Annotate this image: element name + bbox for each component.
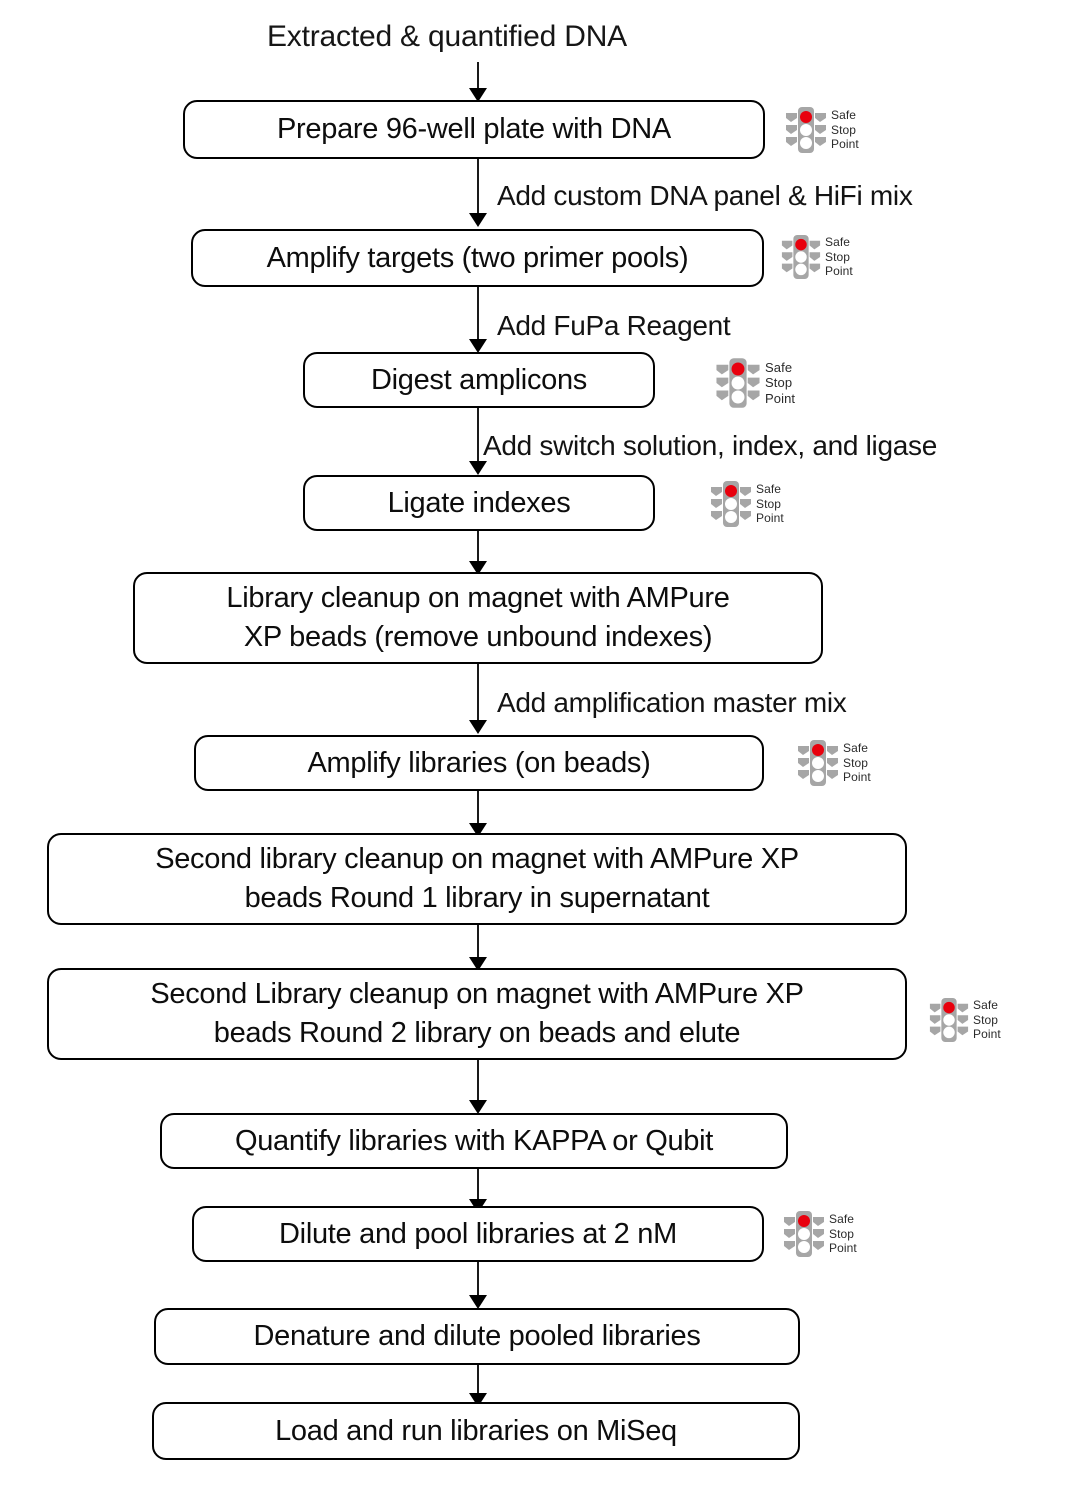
- ssp-line-2: Stop: [829, 1226, 855, 1241]
- process-node-second-library-cleanup-round-2[interactable]: Second Library cleanup on magnet with AM…: [47, 968, 907, 1060]
- node-label-line-2: beads Round 2 library on beads and elute: [213, 1017, 741, 1049]
- edge-label-add-amplification-master-mix: Add amplification master mix: [497, 687, 847, 718]
- traffic-light-icon: [798, 740, 838, 786]
- ssp-line-1: Safe: [973, 998, 999, 1013]
- traffic-light-icon: [711, 481, 751, 527]
- connector-start-to-n1: [477, 62, 479, 92]
- start-label: Extracted & quantified DNA: [267, 20, 627, 53]
- node-label-line-2: XP beads (remove unbound indexes): [243, 621, 713, 653]
- safe-stop-point-text: Safe Stop Point: [829, 1212, 857, 1256]
- node-label-line-2: beads Round 1 library in supernatant: [244, 882, 710, 914]
- connector-n10-to-n11: [477, 1262, 479, 1300]
- process-node-load-and-run[interactable]: Load and run libraries on MiSeq: [152, 1402, 800, 1460]
- arrowhead-n7-to-n8: [469, 957, 487, 971]
- connector-n5-to-n6: [477, 664, 479, 724]
- arrowhead-n3-to-n4: [469, 461, 487, 475]
- node-label: Digest amplicons: [370, 363, 587, 396]
- safe-stop-point-text: Safe Stop Point: [765, 360, 795, 407]
- connector-n8-to-n9: [477, 1060, 479, 1106]
- node-label: Prepare 96-well plate with DNA: [277, 113, 671, 145]
- safe-stop-point-badge-n2: Safe Stop Point: [780, 232, 853, 282]
- process-node-amplify-libraries[interactable]: Amplify libraries (on beads): [194, 735, 764, 791]
- edge-label-add-custom-dna-panel: Add custom DNA panel & HiFi mix: [497, 180, 913, 211]
- node-label-line-1: Second Library cleanup on magnet with AM…: [150, 978, 804, 1010]
- arrowhead-n4-to-n5: [469, 561, 487, 575]
- traffic-light-icon: [786, 107, 826, 153]
- ssp-line-1: Safe: [829, 1212, 855, 1227]
- ssp-line-3: Point: [825, 264, 853, 279]
- edge-label-add-switch-solution: Add switch solution, index, and ligase: [483, 430, 937, 461]
- safe-stop-point-text: Safe Stop Point: [843, 741, 871, 785]
- arrowhead-n1-to-n2: [469, 213, 487, 227]
- node-label: Library cleanup on magnet with AMPure XP…: [145, 579, 811, 657]
- ssp-line-2: Stop: [843, 755, 869, 770]
- ssp-line-3: Point: [843, 770, 871, 785]
- safe-stop-point-badge-n4: Safe Stop Point: [709, 478, 784, 530]
- ssp-line-2: Stop: [765, 375, 793, 391]
- process-node-second-library-cleanup-round-1[interactable]: Second library cleanup on magnet with AM…: [47, 833, 907, 925]
- connector-n9-to-n10: [477, 1169, 479, 1205]
- ssp-line-3: Point: [765, 390, 796, 406]
- process-node-quantify-libraries[interactable]: Quantify libraries with KAPPA or Qubit: [160, 1113, 788, 1169]
- node-label: Second Library cleanup on magnet with AM…: [59, 975, 895, 1053]
- process-node-ligate-indexes[interactable]: Ligate indexes: [303, 475, 655, 531]
- process-node-amplify-targets[interactable]: Amplify targets (two primer pools): [191, 229, 764, 287]
- node-label-line-1: Library cleanup on magnet with AMPure: [226, 582, 730, 614]
- safe-stop-point-text: Safe Stop Point: [831, 108, 859, 152]
- arrowhead-start-to-n1: [469, 88, 487, 102]
- safe-stop-point-badge-n8: Safe Stop Point: [928, 995, 1001, 1045]
- ssp-line-1: Safe: [765, 359, 793, 375]
- arrowhead-n5-to-n6: [469, 720, 487, 734]
- arrowhead-n10-to-n11: [469, 1295, 487, 1309]
- process-node-digest-amplicons[interactable]: Digest amplicons: [303, 352, 655, 408]
- node-label-line-1: Second library cleanup on magnet with AM…: [155, 843, 799, 875]
- safe-stop-point-badge-n3: Safe Stop Point: [714, 355, 795, 411]
- safe-stop-point-text: Safe Stop Point: [825, 235, 853, 279]
- process-node-denature-and-dilute[interactable]: Denature and dilute pooled libraries: [154, 1308, 800, 1365]
- ssp-line-3: Point: [973, 1027, 1001, 1042]
- process-node-dilute-and-pool[interactable]: Dilute and pool libraries at 2 nM: [192, 1206, 764, 1262]
- node-label: Denature and dilute pooled libraries: [253, 1320, 701, 1352]
- edge-label-add-fupa-reagent: Add FuPa Reagent: [497, 310, 731, 341]
- safe-stop-point-text: Safe Stop Point: [756, 482, 784, 526]
- safe-stop-point-badge-n10: Safe Stop Point: [782, 1208, 857, 1260]
- node-label: Second library cleanup on magnet with AM…: [59, 840, 895, 918]
- ssp-line-3: Point: [756, 511, 784, 526]
- arrowhead-n2-to-n3: [469, 339, 487, 353]
- safe-stop-point-text: Safe Stop Point: [973, 998, 1001, 1042]
- node-label: Dilute and pool libraries at 2 nM: [279, 1217, 677, 1250]
- ssp-line-1: Safe: [825, 235, 851, 250]
- process-node-prepare-plate[interactable]: Prepare 96-well plate with DNA: [183, 100, 765, 159]
- connector-n1-to-n2: [477, 159, 479, 217]
- node-label: Amplify libraries (on beads): [307, 746, 651, 779]
- ssp-line-2: Stop: [825, 249, 851, 264]
- ssp-line-2: Stop: [973, 1012, 999, 1027]
- node-label: Load and run libraries on MiSeq: [275, 1414, 677, 1447]
- connector-n6-to-n7: [477, 791, 479, 827]
- ssp-line-1: Safe: [756, 482, 782, 497]
- traffic-light-icon: [784, 1211, 824, 1257]
- traffic-light-icon: [929, 998, 969, 1042]
- node-label: Quantify libraries with KAPPA or Qubit: [234, 1124, 714, 1157]
- connector-n4-to-n5: [477, 531, 479, 565]
- safe-stop-point-badge-n1: Safe Stop Point: [784, 104, 859, 156]
- ssp-line-2: Stop: [831, 122, 857, 137]
- arrowhead-n8-to-n9: [469, 1100, 487, 1114]
- ssp-line-3: Point: [831, 137, 859, 152]
- process-node-library-cleanup[interactable]: Library cleanup on magnet with AMPure XP…: [133, 572, 823, 664]
- node-label: Ligate indexes: [387, 486, 571, 519]
- ssp-line-2: Stop: [756, 496, 782, 511]
- ssp-line-1: Safe: [843, 741, 869, 756]
- ssp-line-3: Point: [829, 1241, 857, 1256]
- traffic-light-icon: [716, 358, 760, 408]
- traffic-light-icon: [781, 235, 821, 279]
- node-label: Amplify targets (two primer pools): [266, 241, 689, 274]
- connector-n11-to-n12: [477, 1365, 479, 1399]
- connector-n2-to-n3: [477, 287, 479, 343]
- ssp-line-1: Safe: [831, 108, 857, 123]
- connector-n3-to-n4: [477, 408, 479, 465]
- safe-stop-point-badge-n6: Safe Stop Point: [796, 737, 871, 789]
- connector-n7-to-n8: [477, 925, 479, 963]
